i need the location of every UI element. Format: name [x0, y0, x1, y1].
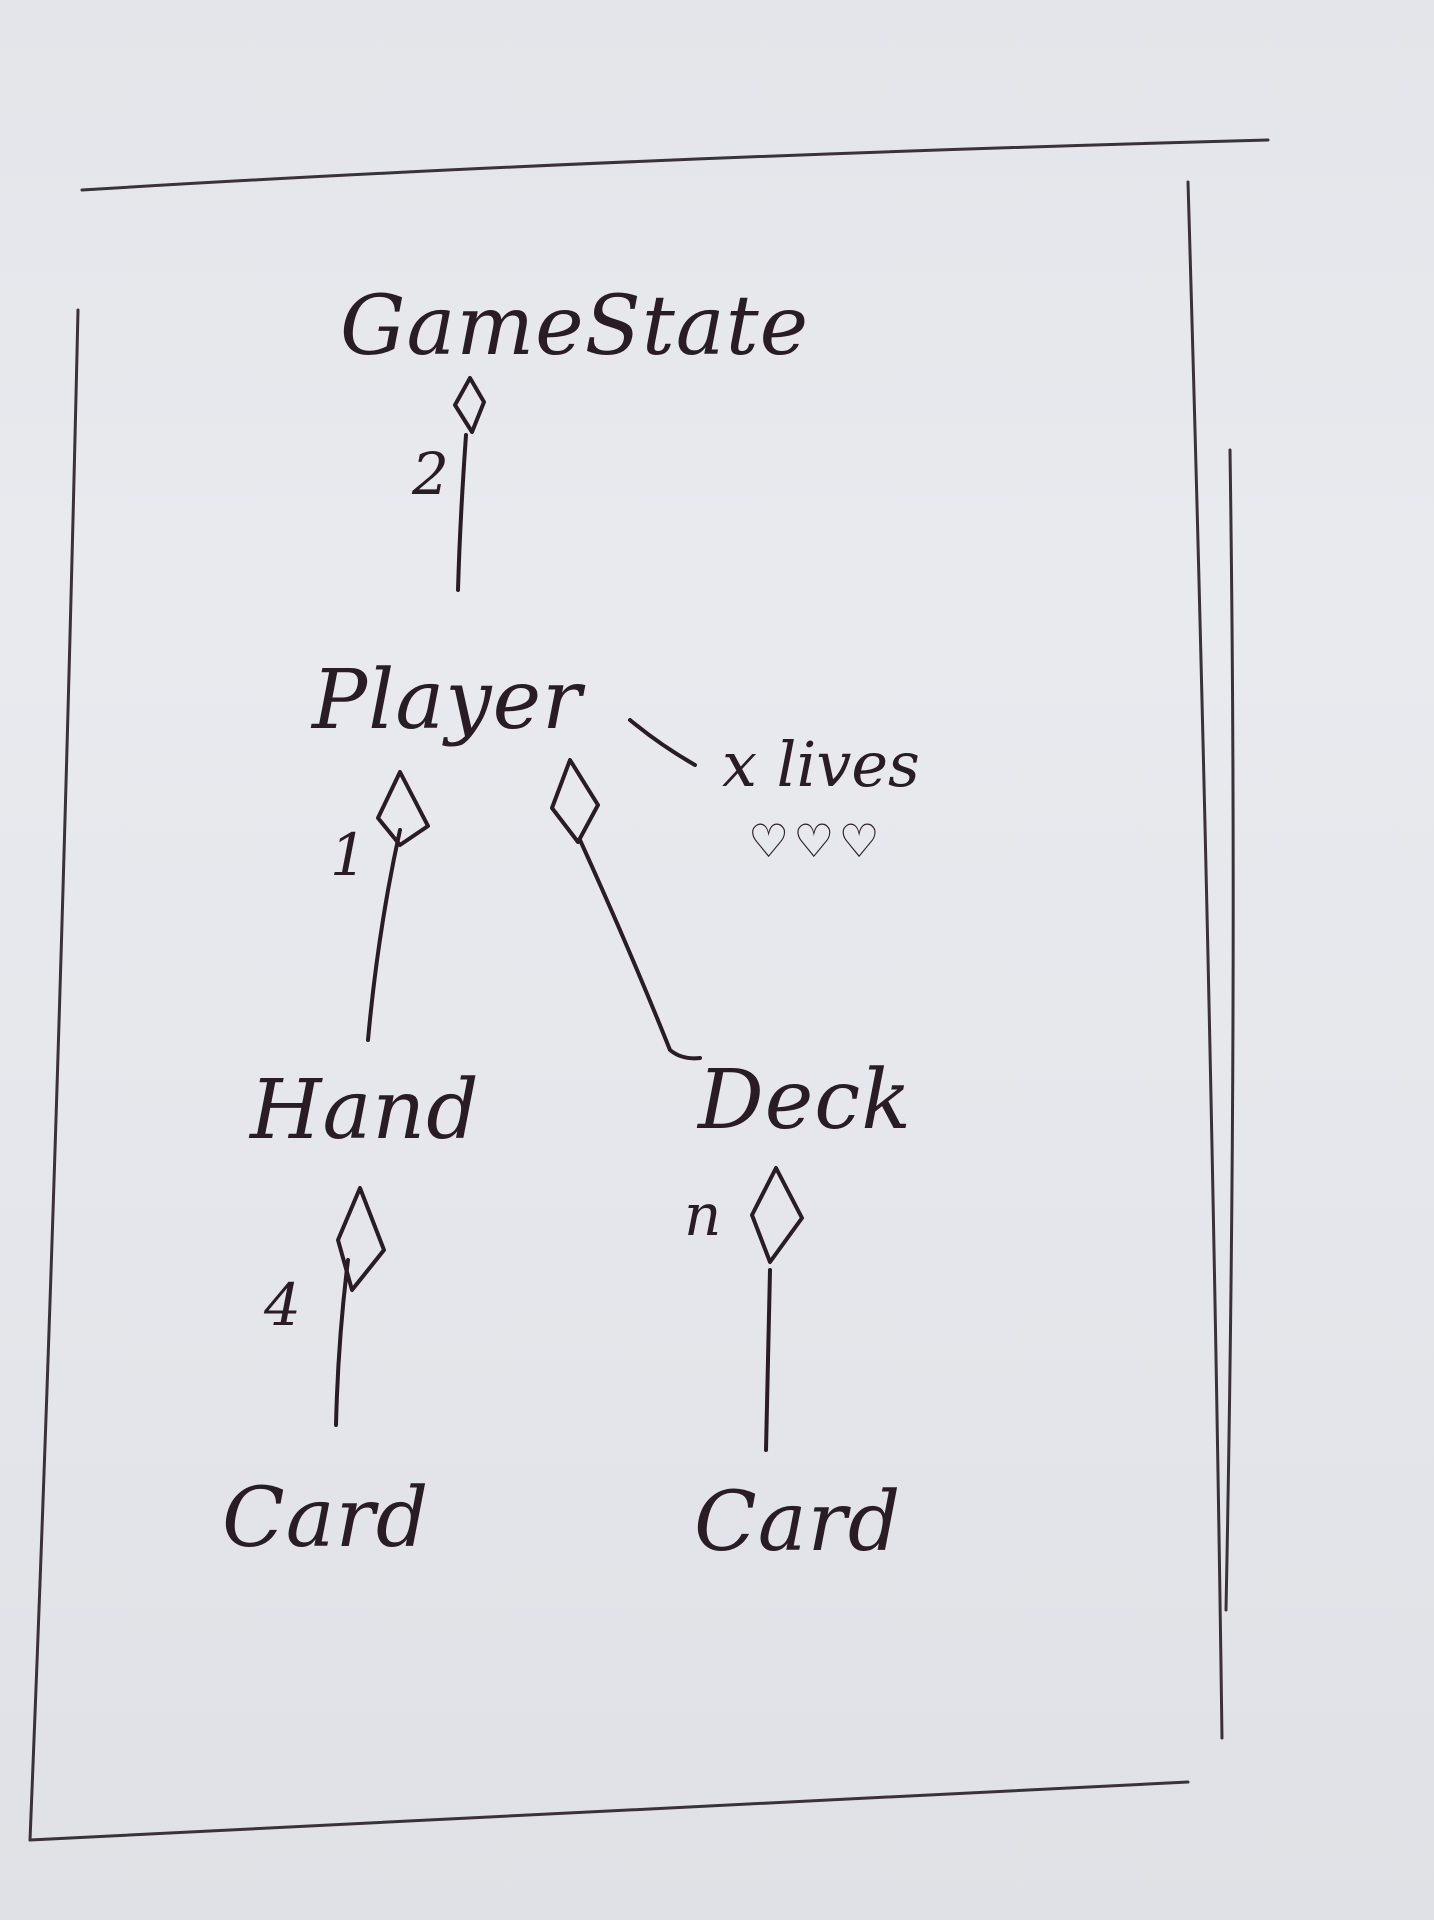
player-note-lives: x lives [722, 728, 920, 801]
multiplicity-deck-card: n [684, 1181, 722, 1249]
edge-card-deck [764, 1268, 772, 1452]
frame-right-line [1186, 180, 1224, 1740]
aggregation-diamond-player-deck [550, 758, 600, 844]
aggregation-diamond-hand-card [336, 1186, 386, 1292]
node-card-deck: Card [694, 1475, 902, 1570]
frame-right-edge-line [1224, 448, 1235, 1612]
node-player: Player [312, 653, 583, 748]
node-deck: Deck [698, 1053, 912, 1148]
multiplicity-hand-card: 4 [264, 1271, 301, 1339]
node-hand: Hand [250, 1063, 480, 1158]
node-gamestate: GameState [340, 279, 810, 374]
lives-hearts-icon: ♡♡♡ [748, 814, 884, 868]
edge-deck-player [578, 838, 702, 1061]
aggregation-diamond-player-hand [376, 770, 430, 847]
node-card-hand: Card [222, 1471, 430, 1566]
edge-player-gamestate [456, 433, 468, 592]
edge-card-hand [334, 1258, 350, 1427]
multiplicity-player-hand: 1 [330, 821, 367, 889]
multiplicity-gamestate-player: 2 [412, 440, 449, 508]
aggregation-diamond-deck-card [750, 1166, 804, 1264]
frame-bottom-line [28, 1780, 1190, 1842]
player-note-connector [628, 718, 697, 767]
edge-hand-player [366, 828, 402, 1042]
aggregation-diamond-gamestate [453, 376, 486, 434]
frame-top-line [80, 138, 1270, 192]
frame-left-line [28, 308, 80, 1842]
